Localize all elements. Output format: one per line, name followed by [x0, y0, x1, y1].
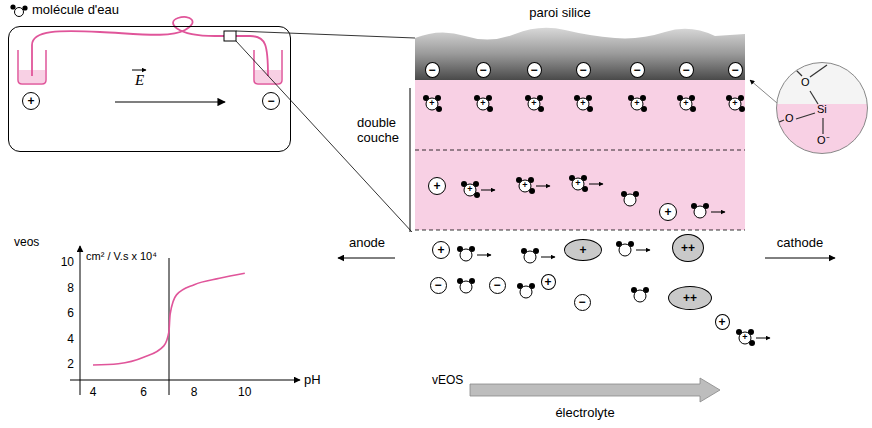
charge-sign: ++ [683, 292, 697, 304]
water-icon [10, 4, 27, 16]
ion-circle: − [476, 62, 491, 78]
field-symbol: E [135, 73, 144, 88]
charge-sign: − [479, 64, 486, 76]
ion-circle: − [489, 277, 506, 294]
atom-symbol: Si [817, 104, 827, 115]
hydronium-charge: + [634, 99, 639, 108]
charge-sign: − [579, 64, 586, 76]
ion-circle: − [728, 62, 743, 78]
charge-sign: + [664, 206, 671, 218]
hydronium-charge: + [683, 99, 688, 108]
ion-oval: ++ [672, 234, 704, 262]
charge-sign: + [579, 244, 586, 256]
ion-circle: + [715, 314, 730, 330]
label-text: cm² / V.s x 10⁴ [86, 250, 157, 263]
axis-tick: 6 [140, 386, 147, 400]
ion-oval: + [564, 239, 602, 261]
axis-tick: 10 [238, 386, 251, 400]
ion-circle: + [541, 274, 556, 290]
hydronium-charge: + [480, 99, 485, 108]
label-text: veos [14, 236, 39, 250]
charge-sign: − [267, 95, 274, 107]
label-text: vEOS [432, 374, 463, 388]
ion-circle: − [262, 92, 280, 110]
hydronium-charge: + [429, 99, 434, 108]
ion-circle: + [428, 177, 446, 195]
axis-tick: 4 [90, 386, 97, 400]
charge-sign: ++ [681, 242, 695, 254]
axis-tick: 4 [67, 333, 74, 347]
capillary-wall-zoom [338, 28, 835, 402]
apparatus [18, 17, 415, 232]
hydronium-charge: + [742, 333, 747, 342]
eof-curve [93, 273, 245, 365]
axis-tick: 2 [67, 358, 74, 372]
charge-sign: − [493, 279, 500, 291]
charge-sign: − [682, 64, 689, 76]
label-text: anode [349, 236, 385, 251]
charge-sign: + [27, 95, 34, 107]
charge-sign: − [578, 296, 585, 308]
ion-circle: − [630, 62, 645, 78]
charge-sign: + [437, 244, 444, 256]
ion-circle: + [659, 203, 677, 221]
axis-tick: 8 [191, 386, 198, 400]
label-text: pH [304, 373, 321, 388]
charge-sign: + [433, 180, 440, 192]
hydronium-charge: + [522, 181, 527, 190]
ion-circle: − [576, 62, 591, 78]
charge-sign: + [718, 316, 725, 328]
hydronium-charge: + [575, 179, 580, 188]
ion-circle: + [22, 92, 40, 110]
ion-circle: − [574, 294, 591, 311]
charge-sign: − [633, 64, 640, 76]
eof-graph [70, 246, 300, 395]
atom-symbol: O⁻ [817, 135, 830, 146]
axis-tick: 10 [61, 256, 74, 270]
label-text: cathode [777, 236, 823, 251]
ion-circle: + [432, 241, 450, 259]
ion-circle: − [425, 62, 440, 78]
atom-symbol: O [801, 77, 810, 88]
hydronium-charge: + [467, 185, 472, 194]
legend-text: molécule d'eau [32, 3, 119, 18]
hydronium-charge: + [732, 99, 737, 108]
silica-inset: OSiOO⁻ [776, 62, 868, 154]
charge-sign: − [530, 64, 537, 76]
hydronium-charge: + [531, 99, 536, 108]
label-text: double couche [357, 116, 409, 146]
charge-sign: + [544, 276, 551, 288]
water-molecules [423, 95, 770, 346]
ion-circle: − [430, 277, 447, 294]
label-text: électrolyte [555, 406, 614, 421]
ion-circle: − [527, 62, 542, 78]
ion-circle: − [679, 62, 694, 78]
charge-sign: − [731, 64, 738, 76]
charge-sign: − [428, 64, 435, 76]
ion-oval: ++ [668, 286, 712, 310]
apparatus-box: E + − [8, 26, 291, 152]
axis-tick: 6 [67, 307, 74, 321]
charge-sign: − [434, 279, 441, 291]
label-text: paroi silice [529, 6, 590, 21]
hydronium-charge: + [580, 99, 585, 108]
axis-tick: 8 [67, 282, 74, 296]
atom-symbol: O [785, 113, 794, 124]
